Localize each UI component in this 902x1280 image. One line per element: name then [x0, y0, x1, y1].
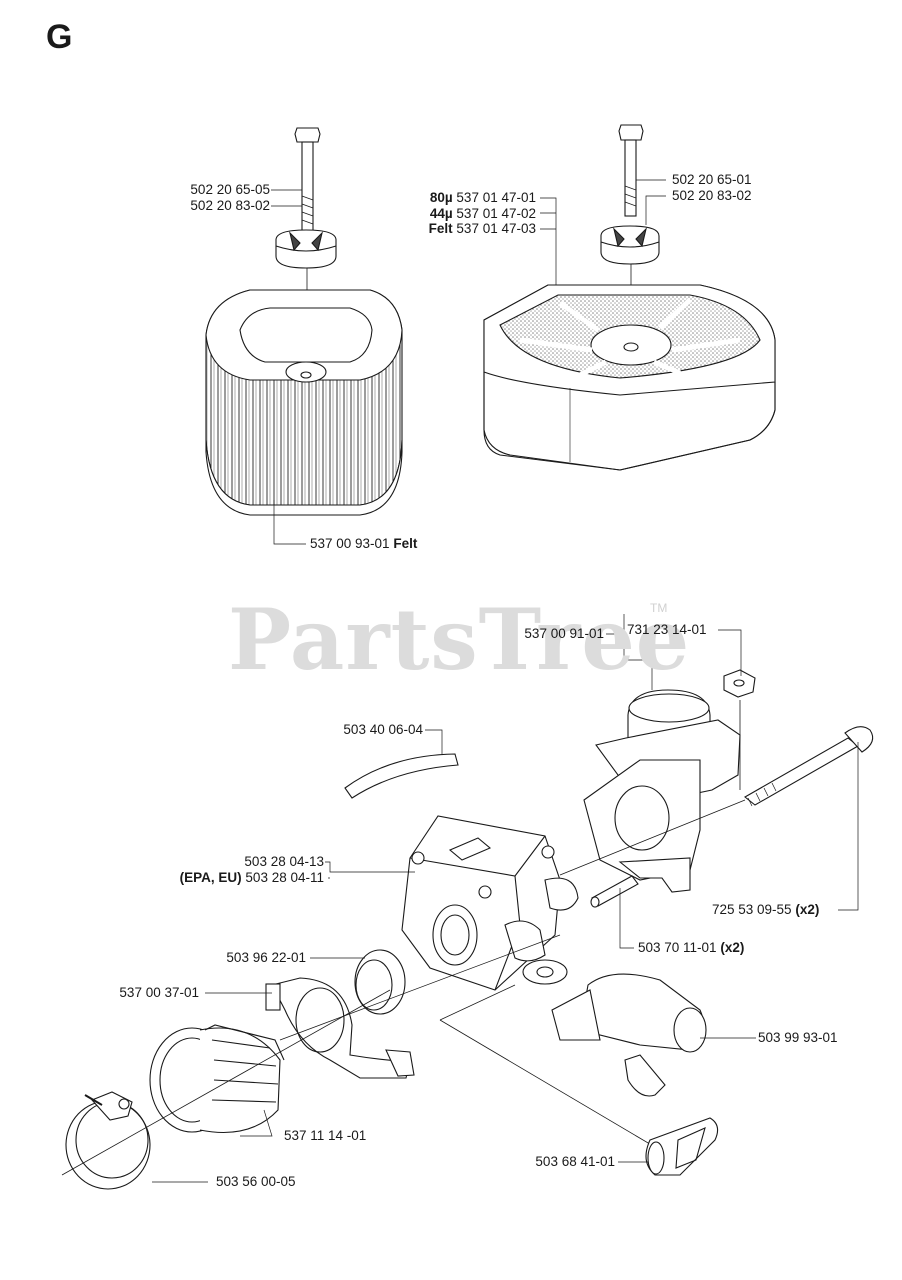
filter-cover-b-number: 537 01 47-02: [456, 206, 536, 221]
label-nut: 731 23 14-01: [627, 622, 707, 637]
clamp-bracket-icon: [265, 977, 415, 1079]
filter-cover-b-qualifier: 44µ: [429, 206, 453, 221]
carburetor-b-number: 503 28 04-11: [245, 870, 324, 885]
choke-shaft-icon: [551, 973, 707, 1097]
spacer-icon: [590, 875, 639, 908]
felt-filter-qualifier: Felt: [393, 536, 418, 551]
carburetor-icon: [401, 815, 579, 991]
label-choke-knob: 503 68 41-01: [535, 1154, 615, 1169]
label-choke-shaft: 503 99 93-01: [758, 1030, 838, 1045]
right-bolt-icon: [618, 124, 644, 217]
left-bolt-icon: [294, 127, 321, 243]
label-clamp-bracket: 537 00 37-01: [119, 985, 199, 1000]
felt-filter-number: 537 00 93-01: [310, 536, 390, 551]
carburetor-b-qualifier: (EPA, EU): [179, 870, 242, 885]
label-felt-filter: 537 00 93-01 Felt: [310, 536, 417, 552]
label-bolt-left-b: 502 20 83-02: [190, 198, 270, 213]
long-bolt-number: 725 53 09-55: [712, 902, 792, 917]
filter-cover-a-number: 537 01 47-01: [456, 190, 536, 205]
label-carburetor-b: (EPA, EU) 503 28 04-11: [180, 870, 324, 886]
label-filter-cover-a: 80µ 537 01 47-01: [430, 190, 536, 206]
long-bolt-icon: [744, 726, 874, 807]
label-bolt-right-a: 502 20 65-01: [672, 172, 752, 187]
intake-boot-icon: [149, 1024, 285, 1133]
section-letter: G: [46, 18, 73, 56]
intake-adapter-icon: [583, 689, 741, 893]
label-filter-cover-b: 44µ 537 01 47-02: [430, 206, 536, 222]
long-bolt-quantity: (x2): [795, 902, 820, 917]
choke-knob-icon: [645, 1117, 719, 1176]
filter-cover-a-qualifier: 80µ: [429, 190, 453, 205]
filter-cover-c-number: 537 01 47-03: [456, 221, 536, 236]
label-long-bolt: 725 53 09-55 (x2): [712, 902, 819, 918]
label-filter-cover-c: Felt 537 01 47-03: [429, 221, 536, 237]
label-spacer: 503 70 11-01 (x2): [638, 940, 744, 956]
label-gasket-ring: 503 96 22-01: [226, 950, 306, 965]
label-hose-clamp: 503 56 00-05: [216, 1174, 296, 1189]
spacer-quantity: (x2): [720, 940, 745, 955]
right-nut-icon: [600, 225, 660, 265]
hose-clamp-icon: [65, 1091, 151, 1190]
nut-icon: [723, 669, 756, 698]
label-bolt-left-a: 502 20 65-05: [190, 182, 270, 197]
label-bolt-right-b: 502 20 83-02: [672, 188, 752, 203]
label-intake-adapter: 537 00 91-01: [524, 626, 604, 641]
trademark-mark: TM: [650, 601, 668, 615]
filter-cover-icon: [483, 284, 776, 471]
filter-cover-c-qualifier: Felt: [428, 221, 453, 236]
felt-filter-icon: [205, 289, 403, 516]
watermark-logo: PartsTree: [228, 590, 691, 689]
label-intake-boot: 537 11 14 -01: [284, 1128, 367, 1143]
label-fuel-hose: 503 40 06-04: [343, 722, 423, 737]
left-nut-icon: [275, 229, 337, 269]
fuel-hose-icon: [344, 753, 459, 799]
gasket-ring-icon: [354, 949, 406, 1015]
label-carburetor-a: 503 28 04-13: [244, 854, 324, 869]
spacer-number: 503 70 11-01: [638, 940, 717, 955]
